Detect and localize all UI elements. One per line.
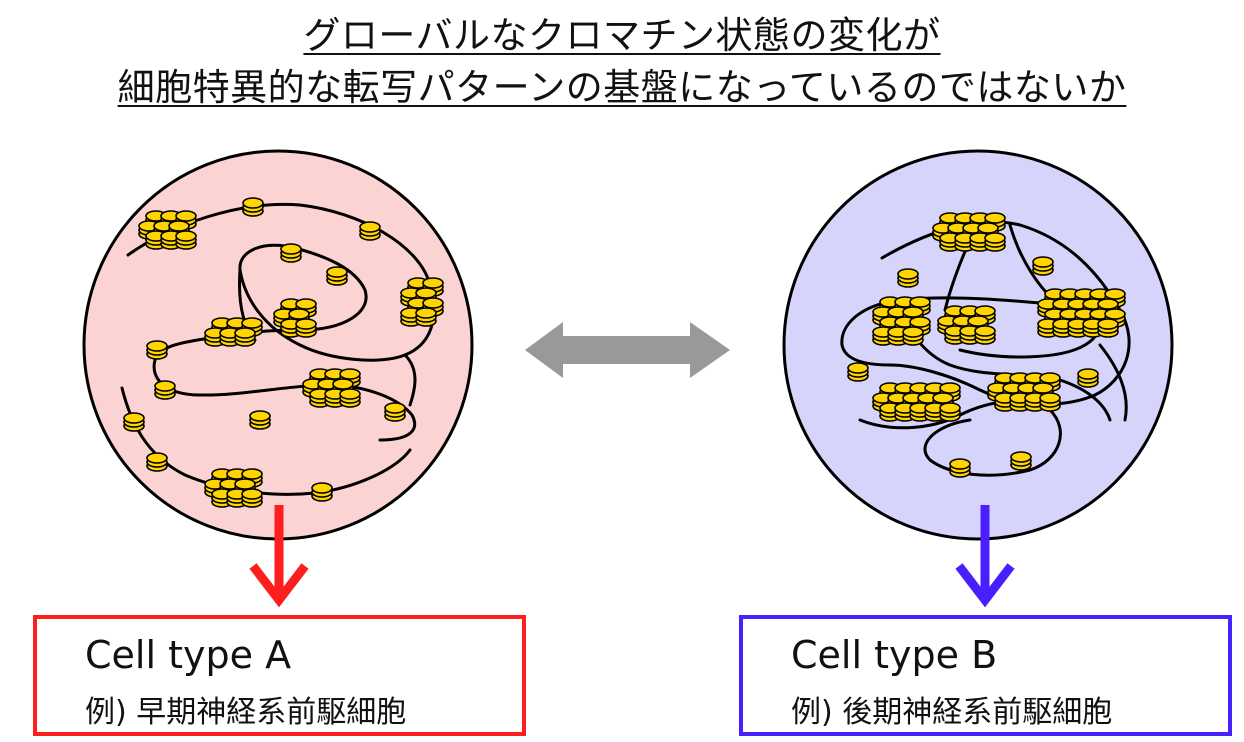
cell-type-a-example: 例) 早期神経系前駆細胞 [85,695,407,730]
nucleosome [1039,392,1061,412]
nucleosome [234,327,256,347]
nucleosome [295,318,317,338]
nucleosome [175,230,197,250]
nucleosome [847,362,869,382]
title-line-1: グローバルなクロマチン状態の変化が [303,14,941,57]
nucleosome [280,243,302,263]
nucleosome [415,307,437,327]
cell-type-a-name: Cell type A [85,633,292,677]
down-arrow-b-icon [955,505,1015,608]
cell-type-b-example: 例) 後期神経系前駆細胞 [791,695,1113,730]
nucleosomes-b [847,212,1126,478]
nucleosome [339,388,361,408]
nucleosome [249,410,271,430]
nucleosome [359,221,381,241]
nucleosome [123,412,145,432]
nucleosome [242,197,264,217]
cell-type-b-name: Cell type B [791,633,998,677]
nucleosome [984,232,1006,252]
nucleosome [154,380,176,400]
nucleosome [146,452,168,472]
nucleosome [949,458,971,478]
nucleosome [146,340,168,360]
nucleosomes-a [123,197,444,508]
down-arrow-a-icon [249,505,309,608]
nucleus-cell-type-a [82,149,474,541]
nucleosome [384,402,406,422]
nucleosome [311,482,333,502]
cell-type-a-box: Cell type A 例) 早期神経系前駆細胞 [33,615,526,736]
nucleosome [1032,256,1054,276]
cell-type-b-box: Cell type B 例) 後期神経系前駆細胞 [739,615,1232,736]
nucleosome [902,326,924,346]
nucleosome [241,488,263,508]
nucleosome [897,268,919,288]
double-arrow-icon [525,322,730,378]
nucleosome [1077,368,1099,388]
nucleosome [326,266,348,286]
nucleosome [1010,451,1032,471]
nucleosome [939,402,961,422]
nucleosome [1097,318,1119,338]
nucleosome [974,325,996,345]
title-line-2: 細胞特異的な転写パターンの基盤になっているのではないか [117,66,1127,109]
nucleus-cell-type-b [782,149,1174,541]
